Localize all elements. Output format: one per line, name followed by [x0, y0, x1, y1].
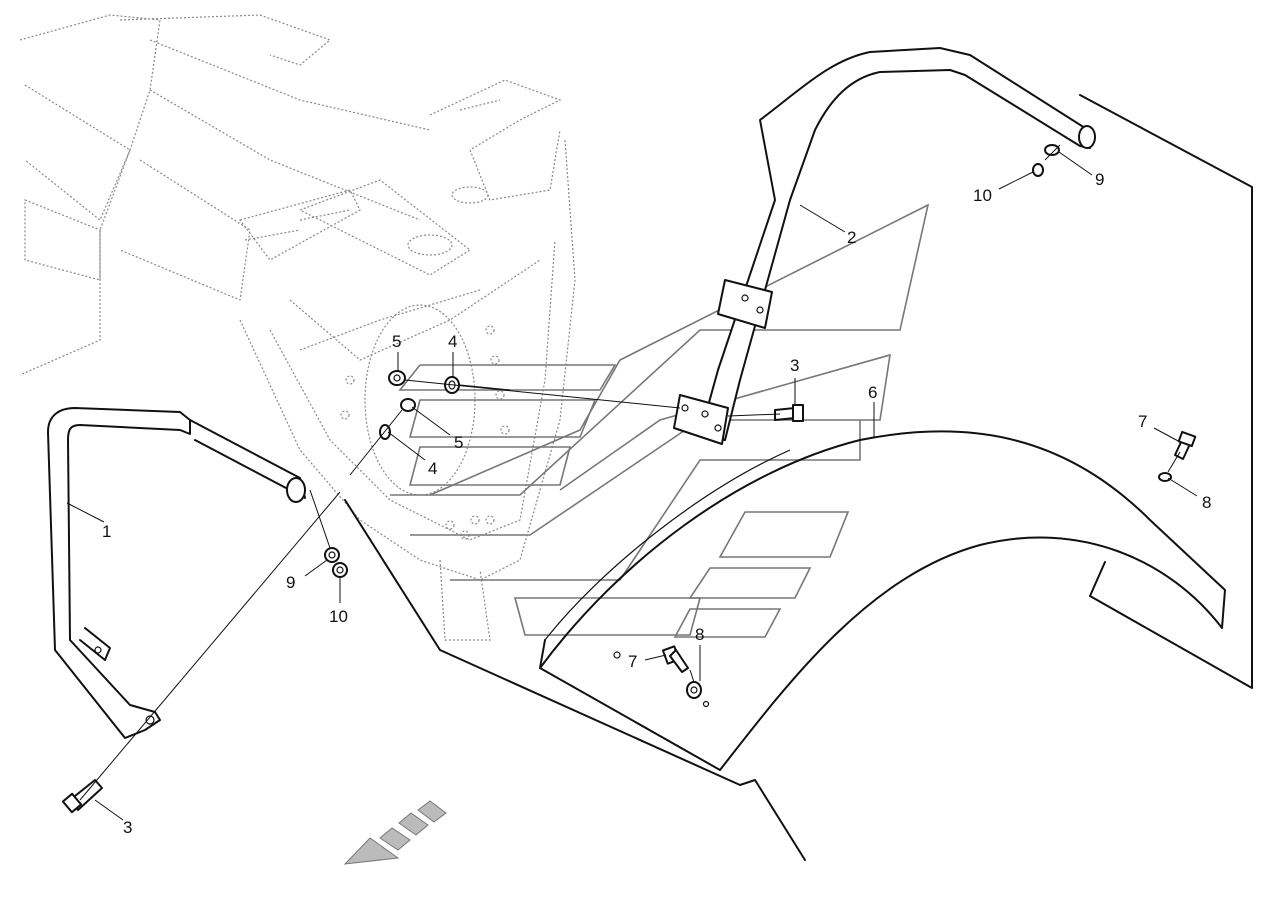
bolt-7-lower — [661, 645, 689, 673]
nut-10-right — [1032, 163, 1044, 177]
washer-8-lower — [686, 681, 702, 699]
washer-8-right — [1158, 472, 1172, 482]
callout-8-right: 8 — [1202, 493, 1211, 512]
nut-10-left — [332, 562, 348, 578]
callout-labels: 1 2 3 3 4 4 5 5 6 7 7 8 8 9 9 10 10 — [102, 170, 1211, 837]
fasteners — [61, 144, 1197, 814]
callout-8-lower: 8 — [695, 625, 704, 644]
washer-9-right — [1044, 144, 1060, 156]
callout-10-left: 10 — [329, 607, 348, 626]
bolt-3-left — [61, 779, 103, 814]
callout-6: 6 — [868, 383, 877, 402]
callout-9-left: 9 — [286, 573, 295, 592]
direction-arrow-icon — [343, 800, 447, 865]
callout-3-left: 3 — [123, 818, 132, 837]
callout-9-right: 9 — [1095, 170, 1104, 189]
assembly-lines — [79, 144, 1181, 801]
callout-5-upper: 5 — [392, 332, 401, 351]
callout-1: 1 — [102, 522, 111, 541]
tractor-frame — [19, 14, 576, 641]
nut-5-lower — [400, 398, 416, 412]
fender-decals — [390, 203, 930, 638]
callout-3-right: 3 — [790, 356, 799, 375]
callout-10-right: 10 — [973, 186, 992, 205]
handle-bar-left — [47, 407, 306, 739]
callout-7-right: 7 — [1138, 412, 1147, 431]
handle-bar-right — [673, 47, 1096, 445]
fender-part — [344, 94, 1253, 861]
callout-7-lower: 7 — [628, 652, 637, 671]
callout-4-upper: 4 — [448, 332, 457, 351]
callout-5-lower: 5 — [454, 433, 463, 452]
callout-4-lower: 4 — [428, 459, 437, 478]
nut-5-upper — [388, 370, 406, 386]
callout-2: 2 — [847, 228, 856, 247]
bolt-3-right — [774, 404, 804, 422]
callout-leaders — [66, 151, 1198, 821]
washer-9-left — [324, 547, 340, 563]
